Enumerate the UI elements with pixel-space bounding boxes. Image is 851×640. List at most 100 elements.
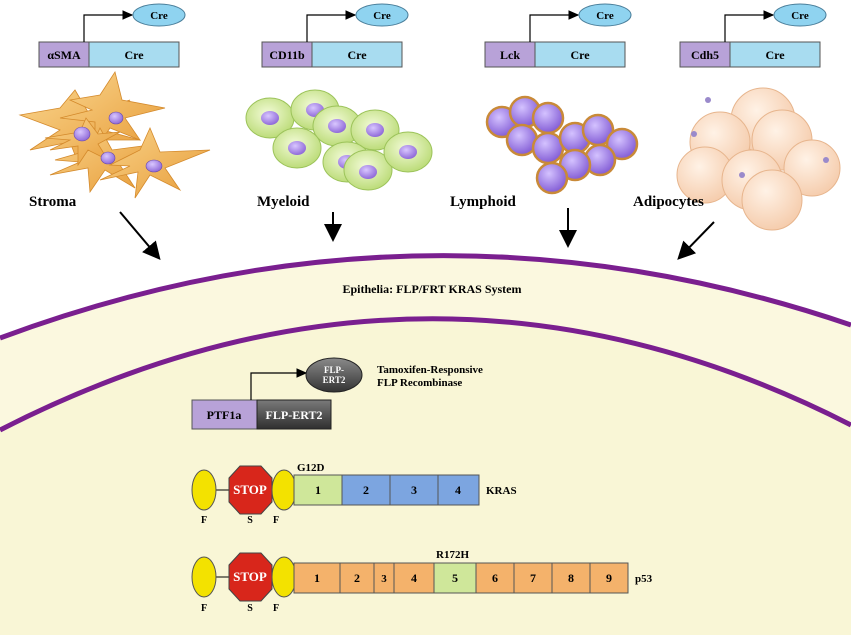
flp-ert2-protein-oval [305, 357, 363, 393]
stop-abbrev-label: S [247, 515, 253, 526]
inner-membrane [0, 316, 851, 433]
exon-label: 2 [363, 483, 369, 497]
stop-cassette [228, 552, 273, 602]
exon-box [551, 562, 591, 594]
transcription-arrow [83, 10, 134, 42]
promoter-label: αSMA [47, 48, 81, 62]
myeloid-cells-illustration [245, 89, 433, 191]
outer-membrane [0, 253, 851, 341]
frt-site-left [191, 469, 217, 511]
exon-label: 5 [452, 571, 458, 585]
frt-label-left: F [201, 603, 207, 614]
exon-label: 8 [568, 571, 574, 585]
stop-abbrev-label: S [247, 603, 253, 614]
exon-box [341, 474, 391, 506]
cre-gene-box [311, 41, 403, 68]
stop-label: STOP [233, 569, 267, 584]
cell-label-stroma: Stroma [29, 194, 77, 210]
exon-box [339, 562, 375, 594]
arrow-adipocytes [677, 221, 715, 260]
exon-box [437, 474, 480, 506]
cre-protein-oval [578, 3, 632, 27]
flp-ert2-protein-line1: FLP- [324, 365, 344, 375]
promoter-label: Cdh5 [691, 48, 719, 62]
cre-gene-label: Cre [765, 48, 785, 62]
flp-ert2-gene-label: FLP-ERT2 [266, 408, 323, 422]
exon-label: 4 [455, 483, 461, 497]
cre-protein-oval [132, 3, 186, 27]
exon-box [293, 562, 341, 594]
cre-gene-box [88, 41, 180, 68]
exon-box [589, 562, 629, 594]
mutation-label: R172H [436, 549, 469, 561]
cre-protein-oval [773, 3, 827, 27]
frt-site-left [191, 556, 217, 598]
cre-gene-box [729, 41, 821, 68]
mutation-label: G12D [297, 462, 325, 474]
exon-box [393, 562, 435, 594]
promoter-label: Lck [500, 48, 520, 62]
flp-ert2-gene-box [256, 399, 332, 430]
flp-ert2-protein-line2: ERT2 [323, 375, 346, 385]
cre-protein-label: Cre [791, 10, 809, 22]
stop-cassette [228, 465, 273, 515]
exon-box [475, 562, 515, 594]
stop-label: STOP [233, 482, 267, 497]
construct-asma: αSMA Cre Cre [38, 3, 186, 68]
flp-description-line1: Tamoxifen-Responsive [377, 364, 483, 376]
cre-gene-label: Cre [124, 48, 144, 62]
cell-label-lymphoid: Lymphoid [450, 194, 517, 210]
ptf1a-label: PTF1a [207, 408, 242, 422]
cell-label-myeloid: Myeloid [257, 194, 310, 210]
promoter-box [679, 41, 731, 68]
cre-gene-box [534, 41, 626, 68]
transcription-arrow [724, 10, 775, 42]
cre-protein-label: Cre [373, 10, 391, 22]
promoter-box [484, 41, 536, 68]
exon-label: 9 [606, 571, 612, 585]
transcription-arrow [250, 368, 308, 400]
exon-label: 4 [411, 571, 417, 585]
frt-site-right [271, 469, 297, 511]
cre-protein-oval [355, 3, 409, 27]
construct-lck: Lck Cre Cre [484, 3, 632, 68]
cre-gene-label: Cre [570, 48, 590, 62]
lymphoid-cells-illustration [485, 95, 639, 195]
exon-box [513, 562, 553, 594]
kras-construct: STOP F S F G12D 1 2 3 4 KRAS [191, 462, 517, 526]
flp-description-line2: FLP Recombinase [377, 377, 462, 389]
promoter-box [261, 41, 313, 68]
cre-protein-label: Cre [596, 10, 614, 22]
construct-cdh5: Cdh5 Cre Cre [679, 3, 827, 68]
flp-ert2-construct: PTF1a FLP-ERT2 FLP- ERT2 Tamoxifen-Respo… [191, 357, 483, 430]
frt-label-left: F [201, 515, 207, 526]
ptf1a-promoter-box [191, 399, 258, 430]
stroma-cells-illustration [18, 71, 211, 199]
p53-construct: STOP F S F R172H 1 2 3 4 5 6 7 8 9 p53 [191, 549, 653, 614]
exon-label: 1 [315, 483, 321, 497]
frt-label-right: F [273, 515, 279, 526]
cre-protein-label: Cre [150, 10, 168, 22]
transcription-arrow [306, 10, 357, 42]
transcription-arrow [529, 10, 580, 42]
exon-label: 2 [354, 571, 360, 585]
frt-label-right: F [273, 603, 279, 614]
frt-site-right [271, 556, 297, 598]
promoter-label: CD11b [269, 48, 305, 62]
gene-label-kras: KRAS [486, 485, 517, 497]
adipocytes-illustration [676, 87, 841, 231]
arrow-stroma [119, 211, 161, 261]
exon-label: 1 [314, 571, 320, 585]
exon-label: 3 [411, 483, 417, 497]
cre-gene-label: Cre [347, 48, 367, 62]
cell-label-adipocytes: Adipocytes [633, 194, 704, 210]
exon-box [433, 562, 477, 594]
epithelia-label: Epithelia: FLP/FRT KRAS System [342, 282, 521, 296]
promoter-box [38, 41, 90, 68]
exon-label: 6 [492, 571, 498, 585]
exon-label: 7 [530, 571, 536, 585]
exon-label: 3 [381, 573, 387, 585]
gene-label-p53: p53 [635, 573, 653, 585]
